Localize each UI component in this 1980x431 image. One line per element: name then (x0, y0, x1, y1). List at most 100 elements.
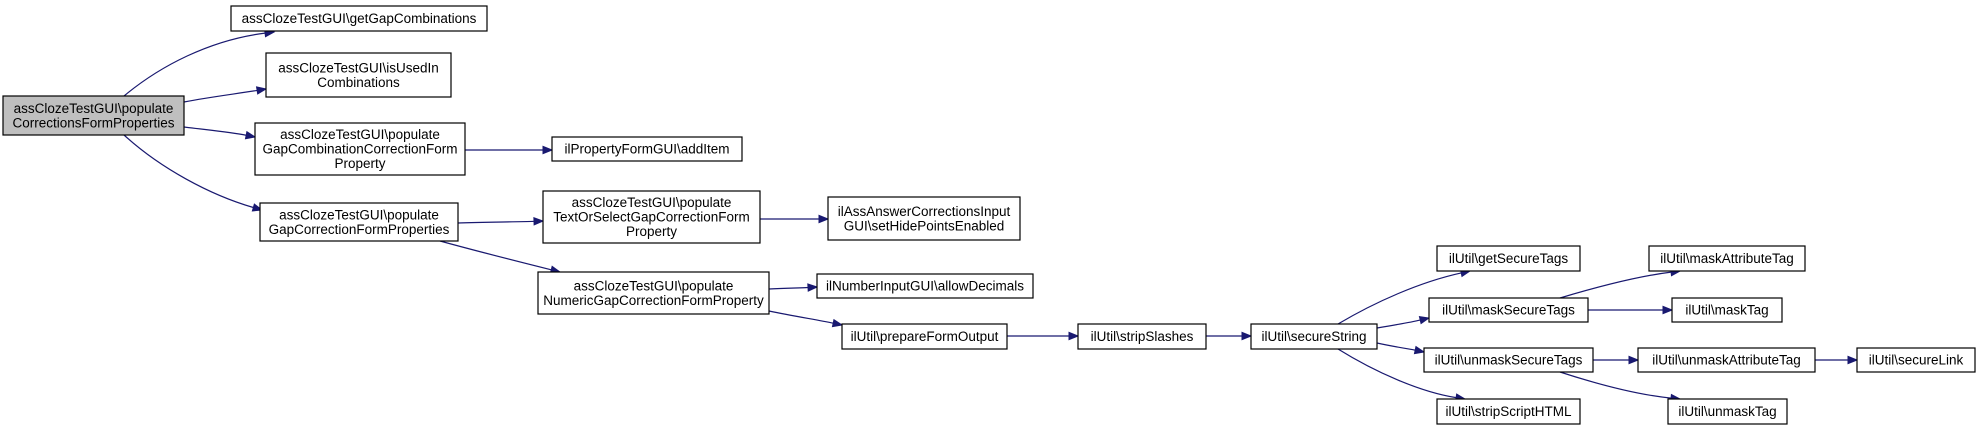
node-getGapCombinations[interactable]: assClozeTestGUI\getGapCombinations (230, 5, 488, 32)
edge-root-to-populateGapCombination (183, 126, 257, 140)
node-label-line: ilUtil\maskTag (1685, 303, 1768, 318)
node-label-line: TextOrSelectGapCorrectionForm (553, 210, 750, 225)
arrowhead (542, 145, 554, 155)
node-box[interactable] (1856, 347, 1976, 373)
node-box[interactable] (1637, 347, 1816, 373)
arrowhead (255, 86, 268, 95)
node-box[interactable] (2, 95, 185, 136)
node-stripSlashes[interactable]: ilUtil\stripSlashes (1077, 323, 1207, 350)
edge-line (1376, 342, 1416, 351)
arrowhead (831, 318, 844, 328)
node-label-line: NumericGapCorrectionFormProperty (543, 293, 764, 308)
node-box[interactable] (259, 202, 459, 242)
node-maskTag[interactable]: ilUtil\maskTag (1671, 297, 1783, 323)
edge-unmaskSecureTags-to-unmaskTag (1559, 371, 1682, 403)
edge-line (123, 134, 254, 209)
nodes-layer: assClozeTestGUI\populateCorrectionsFormP… (2, 5, 1976, 425)
node-populateNumeric[interactable]: assClozeTestGUI\populateNumericGapCorrec… (537, 271, 770, 315)
node-label-line: GUI\setHidePointsEnabled (844, 218, 1005, 233)
node-label-line: assClozeTestGUI\populate (14, 101, 174, 116)
node-box[interactable] (551, 136, 743, 162)
node-label-line: assClozeTestGUI\getGapCombinations (242, 11, 477, 26)
edge-populateTextOrSelect-to-setHidePoints (759, 214, 830, 224)
arrowhead (1413, 345, 1426, 355)
edge-prepareFormOutput-to-stripSlashes (1007, 331, 1080, 341)
node-maskAttributeTag[interactable]: ilUtil\maskAttributeTag (1648, 245, 1806, 272)
node-box[interactable] (841, 323, 1008, 350)
edge-line (1376, 319, 1421, 329)
edge-populateGapCorrection-to-populateTextOrSelect (457, 217, 545, 226)
node-allowDecimals[interactable]: ilNumberInputGUI\allowDecimals (816, 273, 1034, 299)
node-box[interactable] (1671, 297, 1783, 323)
node-box[interactable] (1250, 323, 1378, 350)
edge-line (1337, 348, 1457, 399)
node-label-line: assClozeTestGUI\populate (279, 207, 439, 222)
node-secureLink[interactable]: ilUtil\secureLink (1856, 347, 1976, 373)
edge-populateGapCombination-to-addItem (464, 145, 554, 155)
node-label-line: GapCorrectionFormProperties (269, 222, 450, 237)
node-secureString[interactable]: ilUtil\secureString (1250, 323, 1378, 350)
node-label-line: ilNumberInputGUI\allowDecimals (826, 279, 1024, 294)
edge-root-to-isUsedInCombinations (183, 86, 268, 103)
edge-line (123, 32, 266, 97)
arrowhead (807, 283, 819, 292)
node-label-line: ilPropertyFormGUI\addItem (564, 142, 729, 157)
node-box[interactable] (827, 196, 1021, 241)
node-box[interactable] (265, 52, 452, 98)
node-box[interactable] (254, 122, 466, 176)
node-populateGapCorrection[interactable]: assClozeTestGUI\populateGapCorrectionFor… (259, 202, 459, 242)
node-addItem[interactable]: ilPropertyFormGUI\addItem (551, 136, 743, 162)
node-setHidePoints[interactable]: ilAssAnswerCorrectionsInputGUI\setHidePo… (827, 196, 1021, 241)
edge-line (768, 286, 809, 290)
node-box[interactable] (816, 273, 1034, 299)
node-label-line: ilUtil\unmaskSecureTags (1435, 353, 1583, 368)
node-box[interactable] (230, 5, 488, 32)
node-unmaskTag[interactable]: ilUtil\unmaskTag (1667, 398, 1788, 425)
node-populateGapCombination[interactable]: assClozeTestGUI\populateGapCombinationCo… (254, 122, 466, 176)
node-box[interactable] (542, 190, 761, 244)
node-unmaskSecureTags[interactable]: ilUtil\unmaskSecureTags (1423, 347, 1594, 373)
edge-maskSecureTags-to-maskAttributeTag (1559, 267, 1682, 299)
edge-populateNumeric-to-prepareFormOutput (768, 310, 844, 328)
arrowhead (818, 214, 830, 224)
node-label-line: Combinations (317, 75, 400, 90)
node-label-line: ilUtil\maskAttributeTag (1660, 251, 1794, 266)
edge-line (457, 220, 535, 224)
node-box[interactable] (1077, 323, 1207, 350)
node-root[interactable]: assClozeTestGUI\populateCorrectionsFormP… (2, 95, 185, 136)
node-box[interactable] (1436, 245, 1581, 272)
node-box[interactable] (1423, 347, 1594, 373)
node-label-line: ilUtil\getSecureTags (1449, 251, 1569, 266)
node-unmaskAttributeTag[interactable]: ilUtil\unmaskAttributeTag (1637, 347, 1816, 373)
arrowhead (1628, 355, 1640, 365)
node-label-line: ilUtil\secureString (1261, 329, 1366, 344)
node-populateTextOrSelect[interactable]: assClozeTestGUI\populateTextOrSelectGapC… (542, 190, 761, 244)
edges-layer (123, 28, 1859, 403)
node-label-line: ilUtil\stripScriptHTML (1445, 404, 1572, 419)
node-label-line: ilUtil\stripSlashes (1091, 329, 1194, 344)
arrowhead (244, 130, 257, 140)
node-stripScriptHTML[interactable]: ilUtil\stripScriptHTML (1436, 398, 1581, 425)
node-label-line: GapCombinationCorrectionForm (262, 142, 457, 157)
edge-populateGapCorrection-to-populateNumeric (439, 240, 562, 274)
node-box[interactable] (537, 271, 770, 315)
node-maskSecureTags[interactable]: ilUtil\maskSecureTags (1428, 297, 1589, 323)
edge-unmaskSecureTags-to-unmaskAttributeTag (1593, 355, 1640, 365)
node-getSecureTags[interactable]: ilUtil\getSecureTags (1436, 245, 1581, 272)
node-label-line: Property (334, 156, 385, 171)
node-box[interactable] (1667, 398, 1788, 425)
node-box[interactable] (1648, 245, 1806, 272)
edge-line (768, 310, 834, 324)
arrowhead (1241, 331, 1253, 341)
node-prepareFormOutput[interactable]: ilUtil\prepareFormOutput (841, 323, 1008, 350)
arrowhead (1847, 355, 1859, 365)
node-label-line: ilUtil\unmaskTag (1678, 404, 1776, 419)
node-label-line: ilUtil\secureLink (1869, 353, 1964, 368)
edge-line (183, 89, 258, 103)
node-label-line: Property (626, 224, 677, 239)
node-box[interactable] (1428, 297, 1589, 323)
node-box[interactable] (1436, 398, 1581, 425)
edge-root-to-populateGapCorrection (123, 134, 264, 212)
